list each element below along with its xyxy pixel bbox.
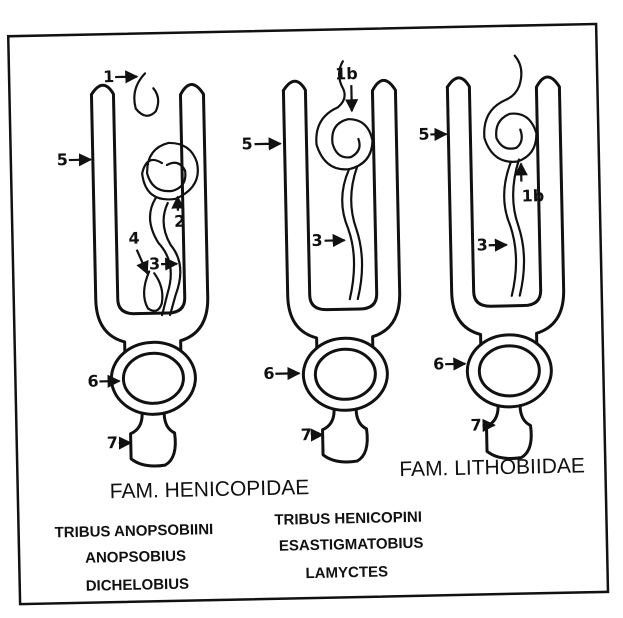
stalk-2 [322,409,368,463]
label-7-b: 7 [300,425,312,444]
label-1b-b: 1b [521,186,544,205]
stalk-3 [486,405,532,459]
coil-1 [134,72,199,200]
label-2: 2 [174,212,186,231]
caption-genus-anopsobius: ANOPSOBIUS [85,548,186,567]
caption-family-lithobiidae: FAM. LITHOBIIDAE [399,454,585,481]
caption-tribus-henicopini: TRIBUS HENICOPINI [274,509,422,529]
label-3-b: 3 [311,231,323,250]
bulb-inner-1 [123,353,184,404]
arrow-6-b [275,373,299,374]
fork-outer-2 [283,79,401,348]
label-6-a: 6 [87,371,99,390]
label-5-b: 5 [241,134,253,153]
stalk-1 [130,413,176,467]
label-5-c: 5 [418,124,430,143]
arrow-1b-a [351,85,352,111]
fork-outer-3b [447,87,480,346]
label-group-2: 1b 5 3 6 7 [240,64,366,445]
label-4: 4 [128,229,140,248]
label-7-a: 7 [107,433,119,452]
label-7-c: 7 [470,415,482,434]
bulb-inner-3 [479,345,540,396]
label-group-1: 1 5 2 4 3 6 7 [55,66,190,454]
label-3-a: 3 [149,254,161,273]
diagram-henicopini [283,60,403,463]
caption-family-henicopidae: FAM. HENICOPIDAE [110,476,310,503]
bulb-inner-2 [315,349,376,400]
label-3-c: 3 [476,235,488,254]
arrow-5-b [255,144,281,145]
caption-tribus-anopsobiini: TRIBUS ANOPSOBIINI [54,521,213,541]
label-1b-a: 1b [335,64,358,83]
fork-outer-1b [91,94,124,353]
gland-4 [144,271,163,311]
arrow-4 [137,249,148,273]
coil-3 [483,55,537,162]
fork-outer-2b [283,90,316,349]
label-6-c: 6 [433,354,445,373]
caption-genus-lamyctes: LAMYCTES [305,563,388,582]
label-5-a: 5 [57,150,69,169]
diagram-lithobiidae [447,55,567,460]
caption-genus-esastigmatobius: ESASTIGMATOBIUS [279,535,424,555]
figure-group: 1 5 2 4 3 6 7 1b 5 3 6 7 [8,24,608,604]
label-1: 1 [103,67,115,86]
label-6-b: 6 [263,364,275,383]
caption-genus-dichelobius: DICHELOBIUS [86,576,190,595]
duct-2 [342,167,363,299]
